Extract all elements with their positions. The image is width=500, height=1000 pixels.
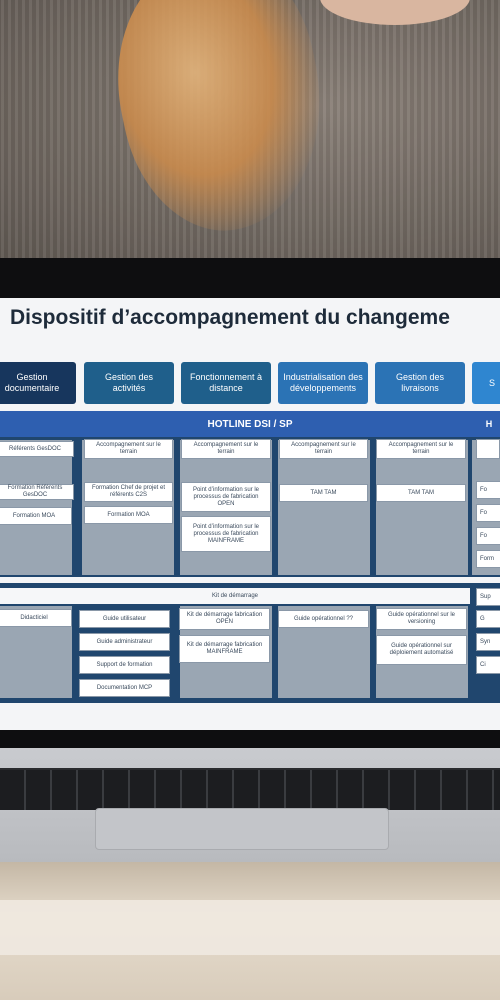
card-formation-moa: Formation MOA: [0, 507, 72, 525]
kit-demarrage-banner: Kit de démarrage: [0, 588, 470, 604]
card-cut: Ci: [476, 656, 500, 674]
card-cut: [476, 439, 500, 459]
card-support-formation: Support de formation: [79, 656, 170, 674]
header-gestion-livraisons: Gestion des livraisons: [375, 362, 465, 404]
header-fonctionnement-distance: Fonctionnement à distance: [181, 362, 271, 404]
slide-title: Dispositif d’accompagnement du changeme: [10, 306, 450, 329]
laptop-keyboard: [0, 768, 500, 810]
hotline-banner: HOTLINE DSI / SP: [0, 411, 500, 437]
card-cut: Form: [476, 550, 500, 568]
card-cut: Sup: [476, 588, 500, 606]
card-documentation-mcp: Documentation MCP: [79, 679, 170, 697]
card-guide-versioning: Guide opérationnel sur le versioning: [376, 608, 467, 630]
card-cut: Fo: [476, 527, 500, 545]
card-referents-gesdoc: Référents GesDOC: [0, 441, 74, 457]
card-point-info-open: Point d’information sur le processus de …: [181, 482, 271, 512]
header-gestion-documentaire: Gestion documentaire: [0, 362, 76, 404]
column-headers: Gestion documentaire Gestion des activit…: [0, 362, 500, 404]
card-formation-chef-projet: Formation Chef de projet et référents C2…: [84, 482, 173, 502]
card-formation-referents: Formation Référents GesDOC: [0, 484, 74, 500]
card-formation-moa-2: Formation MOA: [84, 506, 173, 524]
card-guide-deploiement: Guide opérationnel sur déploiement autom…: [376, 635, 467, 665]
desk-edge: [0, 900, 500, 955]
header-industrialisation: Industrialisation des développements: [278, 362, 368, 404]
card-accompagnement: Accompagnement sur le terrain: [181, 439, 271, 459]
card-kit-mainframe: Kit de démarrage fabrication MAINFRAME: [179, 635, 270, 663]
card-cut: Fo: [476, 481, 500, 499]
card-cut: Syn: [476, 633, 500, 651]
card-point-info-mainframe: Point d’information sur le processus de …: [181, 516, 271, 552]
laptop-trackpad: [95, 808, 389, 850]
card-guide-operationnel: Guide opérationnel ??: [278, 610, 369, 628]
card-guide-administrateur: Guide administrateur: [79, 633, 170, 651]
card-tam-tam: TAM TAM: [376, 484, 466, 502]
card-accompagnement: Accompagnement sur le terrain: [279, 439, 368, 459]
card-kit-open: Kit de démarrage fabrication OPEN: [179, 608, 270, 630]
header-gestion-activites: Gestion des activités: [84, 362, 174, 404]
card-cut: G: [476, 610, 500, 628]
card-tam-tam: TAM TAM: [279, 484, 368, 502]
hotline-cut: H: [478, 412, 500, 436]
header-cut-column: S: [472, 362, 500, 404]
card-accompagnement: Accompagnement sur le terrain: [376, 439, 466, 459]
card-accompagnement: Accompagnement sur le terrain: [84, 439, 173, 459]
card-cut: Fo: [476, 504, 500, 522]
card-guide-utilisateur: Guide utilisateur: [79, 610, 170, 628]
card-didacticiel: Didacticiel: [0, 609, 72, 627]
